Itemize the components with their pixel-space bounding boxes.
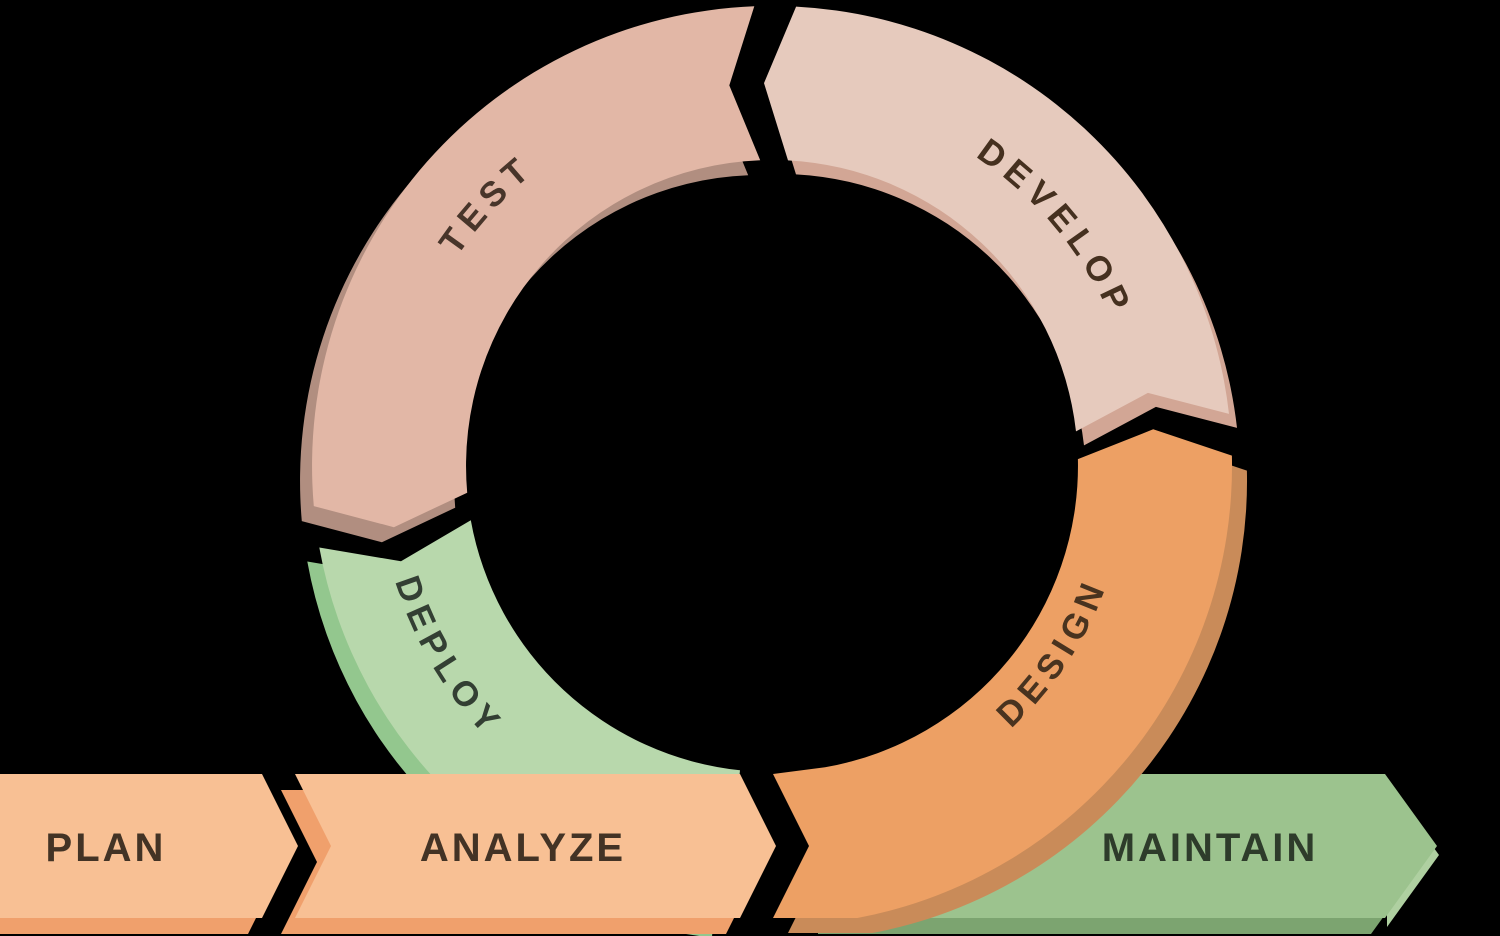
test-arc-segment [300, 6, 761, 543]
plan-bar [0, 774, 298, 934]
maintain-bar-label: MAINTAIN [1102, 826, 1319, 870]
design-arc [773, 429, 1233, 918]
develop-arc [764, 6, 1229, 432]
plan-bar-body [0, 774, 298, 918]
analyze-bar-body [295, 774, 776, 918]
analyze-bar-label: ANALYZE [420, 826, 626, 870]
test-arc [312, 6, 761, 528]
plan-bar-label: PLAN [46, 826, 167, 870]
analyze-bar [281, 774, 776, 934]
design-arc-segment [773, 429, 1248, 933]
develop-arc-segment [764, 6, 1237, 446]
